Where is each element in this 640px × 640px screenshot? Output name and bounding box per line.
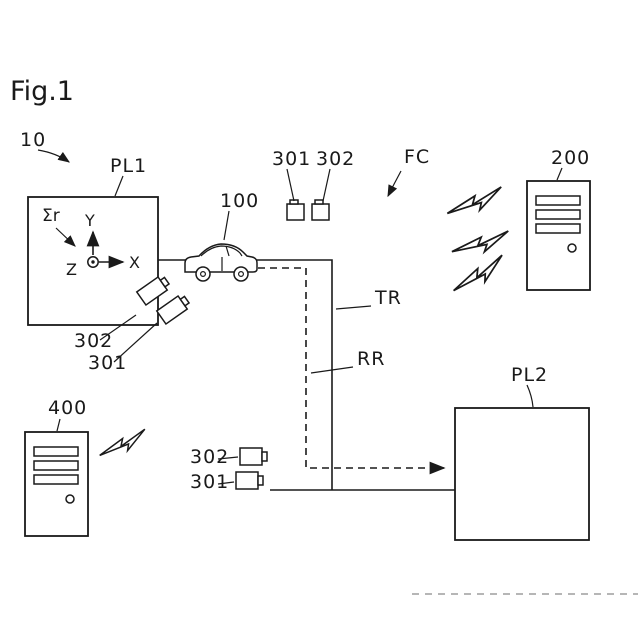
camera-pl1-upper-icon xyxy=(135,275,171,307)
wireless-bolt-icon-3 xyxy=(453,254,503,292)
camera-pl1-lower-label: 301 xyxy=(88,352,127,374)
server-200-slot-1 xyxy=(535,195,581,206)
server-200-leader xyxy=(556,167,563,181)
pl2-box xyxy=(454,407,590,541)
camera-top-left-leader xyxy=(286,168,295,202)
route-rr-line xyxy=(234,267,446,475)
server-400-power-button xyxy=(65,494,75,504)
y-axis-label: Y xyxy=(84,211,95,230)
camera-bottom-upper-icon xyxy=(239,447,268,466)
vehicle-window-line xyxy=(200,245,243,257)
vehicle-front-wheel xyxy=(233,266,249,282)
server-400-label: 400 xyxy=(48,397,87,419)
server-400-leader xyxy=(56,418,61,432)
fc-arrow xyxy=(387,170,402,198)
camera-bottom-upper-label: 302 xyxy=(190,446,229,468)
vehicle-pillar-line xyxy=(225,245,230,257)
camera-bottom-lower-label: 301 xyxy=(190,471,229,493)
pl1-label: PL1 xyxy=(110,155,147,177)
rr-label: RR xyxy=(357,348,385,370)
ref-10-arrow xyxy=(37,149,70,163)
wireless-bolt-icon-400 xyxy=(99,428,146,457)
camera-top-right-leader xyxy=(322,168,331,202)
camera-pl1-upper-leader xyxy=(99,314,137,341)
figure-title: Fig.1 xyxy=(10,76,74,107)
server-200-power-button xyxy=(567,243,577,253)
vehicle-icon xyxy=(184,243,258,282)
frame-sigma-r-label: Σr xyxy=(42,206,60,226)
coordinate-frame: Σr Y X Z xyxy=(42,206,140,279)
camera-pl1-upper-label: 302 xyxy=(74,330,113,352)
vehicle-rear-wheel xyxy=(195,266,211,282)
pl1-leader xyxy=(114,175,124,197)
server-400-slot-3 xyxy=(33,474,79,485)
vehicle-leader xyxy=(223,210,230,241)
vehicle-front-hub xyxy=(238,271,245,278)
camera-top-right-icon xyxy=(311,199,330,221)
camera-top-left-label: 301 xyxy=(272,148,311,170)
vehicle-body xyxy=(184,243,258,273)
z-axis-origin-dot xyxy=(91,260,95,264)
server-400-icon xyxy=(24,431,89,537)
server-400-slot-2 xyxy=(33,460,79,471)
vehicle-label: 100 xyxy=(220,190,259,212)
wireless-bolt-icon-2 xyxy=(451,230,509,255)
pl2-leader xyxy=(526,384,534,408)
camera-pl1-lower-leader xyxy=(113,322,158,363)
camera-pl1-lower-icon xyxy=(155,294,191,326)
server-200-slot-2 xyxy=(535,209,581,220)
server-200-slot-3 xyxy=(535,223,581,234)
z-axis-label: Z xyxy=(66,260,77,279)
pl2-label: PL2 xyxy=(511,364,548,386)
ref-10-label: 10 xyxy=(20,129,46,151)
server-200-icon xyxy=(526,180,591,291)
camera-bottom-lower-leader xyxy=(217,481,235,485)
tr-leader xyxy=(335,305,372,310)
camera-bottom-upper-leader xyxy=(217,456,239,460)
fc-label: FC xyxy=(404,146,430,168)
server-200-label: 200 xyxy=(551,147,590,169)
camera-top-right-label: 302 xyxy=(316,148,355,170)
wireless-bolt-icon-1 xyxy=(446,186,502,215)
rr-leader xyxy=(310,366,354,374)
server-400-slot-1 xyxy=(33,446,79,457)
camera-bottom-lower-icon xyxy=(235,471,264,490)
tr-label: TR xyxy=(374,287,402,309)
camera-top-left-icon xyxy=(286,199,305,221)
frame-pointer-arrow xyxy=(55,227,76,247)
vehicle-rear-hub xyxy=(200,271,207,278)
x-axis-label: X xyxy=(129,253,140,272)
